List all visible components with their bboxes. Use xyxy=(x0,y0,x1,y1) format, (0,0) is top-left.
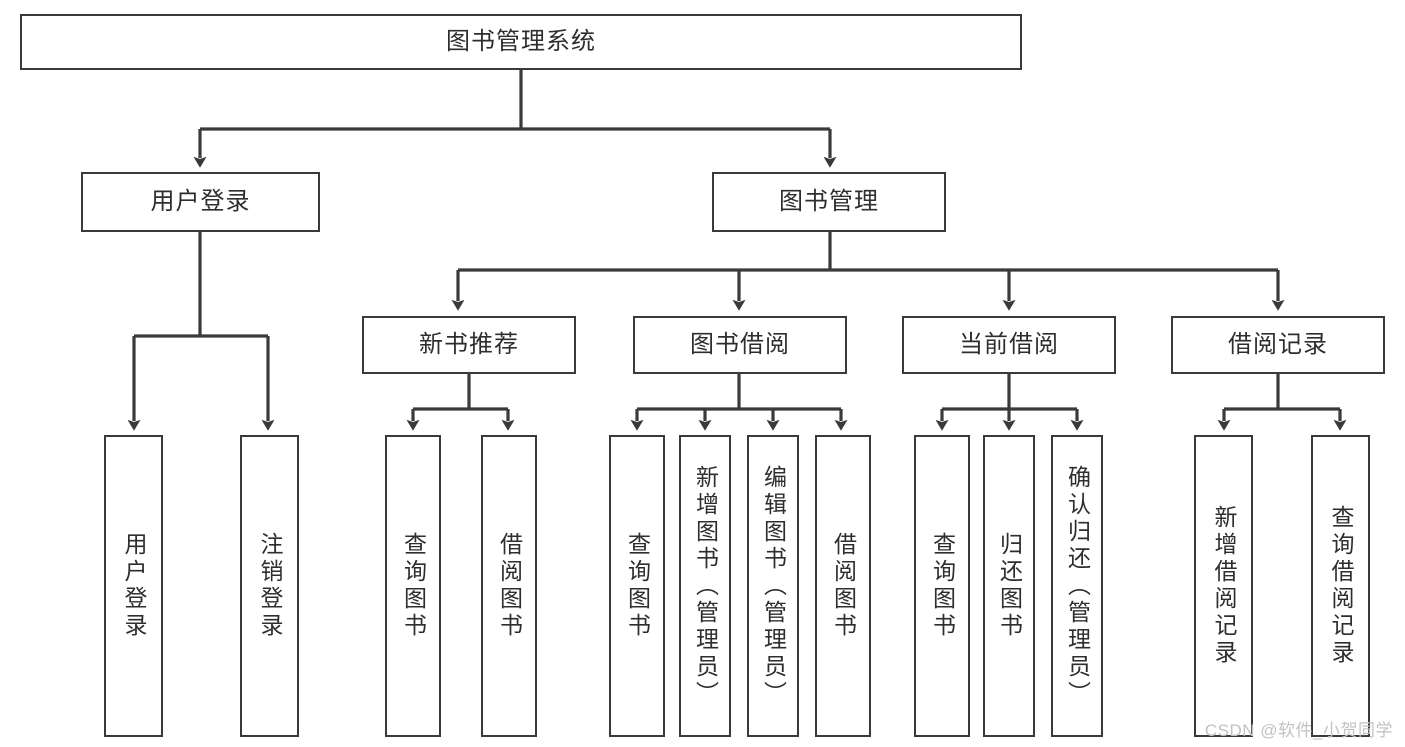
node-leaf-edit-book-label: 编辑图书（管理员） xyxy=(760,464,787,708)
node-leaf-return-book-label: 归还图书 xyxy=(996,532,1023,640)
node-leaf-borrow-book-1-label: 借阅图书 xyxy=(496,532,523,640)
node-leaf-query-book-3-label: 查询图书 xyxy=(929,532,956,640)
node-leaf-query-record-label: 查询借阅记录 xyxy=(1328,505,1354,667)
node-new-book-recommend-label: 新书推荐 xyxy=(419,331,519,358)
node-leaf-confirm-return-label: 确认归还（管理员） xyxy=(1064,464,1091,708)
node-leaf-query-record[interactable]: 查询借阅记录 xyxy=(1311,435,1370,737)
node-leaf-add-book[interactable]: 新增图书（管理员） xyxy=(679,435,731,737)
node-leaf-confirm-return[interactable]: 确认归还（管理员） xyxy=(1051,435,1103,737)
node-new-book-recommend[interactable]: 新书推荐 xyxy=(362,316,576,374)
node-book-management-label: 图书管理 xyxy=(779,188,879,215)
node-leaf-edit-book[interactable]: 编辑图书（管理员） xyxy=(747,435,799,737)
node-user-login[interactable]: 用户登录 xyxy=(81,172,320,232)
node-leaf-borrow-book-2[interactable]: 借阅图书 xyxy=(815,435,871,737)
node-leaf-logout-login[interactable]: 注销登录 xyxy=(240,435,299,737)
node-leaf-add-record-label: 新增借阅记录 xyxy=(1211,505,1237,667)
node-user-login-label: 用户登录 xyxy=(150,188,251,215)
node-leaf-user-login-label: 用户登录 xyxy=(121,532,147,640)
node-leaf-logout-login-label: 注销登录 xyxy=(257,532,283,640)
node-leaf-query-book-1-label: 查询图书 xyxy=(400,532,427,640)
node-leaf-query-book-1[interactable]: 查询图书 xyxy=(385,435,441,737)
node-leaf-borrow-book-2-label: 借阅图书 xyxy=(830,532,857,640)
watermark: CSDN @软件_小贺同学 xyxy=(1204,721,1393,740)
node-leaf-query-book-2[interactable]: 查询图书 xyxy=(609,435,665,737)
node-leaf-query-book-2-label: 查询图书 xyxy=(624,532,651,640)
node-leaf-add-book-label: 新增图书（管理员） xyxy=(692,464,719,708)
node-borrow-record-label: 借阅记录 xyxy=(1228,331,1328,358)
node-leaf-query-book-3[interactable]: 查询图书 xyxy=(914,435,970,737)
node-leaf-borrow-book-1[interactable]: 借阅图书 xyxy=(481,435,537,737)
node-borrow-record[interactable]: 借阅记录 xyxy=(1171,316,1385,374)
node-book-borrow[interactable]: 图书借阅 xyxy=(633,316,847,374)
node-root[interactable]: 图书管理系统 xyxy=(20,14,1022,70)
node-current-borrow[interactable]: 当前借阅 xyxy=(902,316,1116,374)
node-leaf-return-book[interactable]: 归还图书 xyxy=(983,435,1035,737)
node-root-label: 图书管理系统 xyxy=(446,28,596,55)
node-book-management[interactable]: 图书管理 xyxy=(712,172,946,232)
node-leaf-user-login[interactable]: 用户登录 xyxy=(104,435,163,737)
node-book-borrow-label: 图书借阅 xyxy=(690,331,790,358)
node-leaf-add-record[interactable]: 新增借阅记录 xyxy=(1194,435,1253,737)
node-current-borrow-label: 当前借阅 xyxy=(959,331,1059,358)
